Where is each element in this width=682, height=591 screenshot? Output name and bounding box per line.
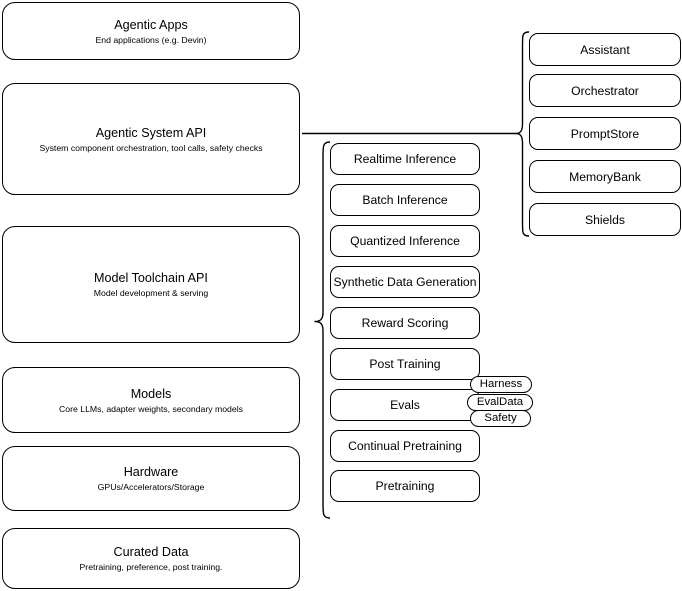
component-orchestrator[interactable]: Orchestrator [529, 74, 681, 107]
stage-model-toolchain-api[interactable]: Model Toolchain API Model development & … [2, 226, 300, 343]
stage-agentic-apps[interactable]: Agentic Apps End applications (e.g. Devi… [2, 2, 300, 60]
stage-hardware[interactable]: Hardware GPUs/Accelerators/Storage [2, 446, 300, 511]
capability-post-training[interactable]: Post Training [330, 348, 480, 380]
component-label: Assistant [580, 42, 630, 57]
stage-subtitle: System component orchestration, tool cal… [39, 142, 263, 153]
component-label: Orchestrator [571, 83, 639, 98]
stage-curated-data[interactable]: Curated Data Pretraining, preference, po… [2, 528, 300, 589]
capability-synthetic-data-generation[interactable]: Synthetic Data Generation [330, 266, 480, 298]
component-memorybank[interactable]: MemoryBank [529, 160, 681, 193]
stage-models[interactable]: Models Core LLMs, adapter weights, secon… [2, 367, 300, 433]
capability-reward-scoring[interactable]: Reward Scoring [330, 307, 480, 339]
component-assistant[interactable]: Assistant [529, 33, 681, 66]
stage-title: Curated Data [113, 545, 189, 559]
stage-subtitle: End applications (e.g. Devin) [95, 34, 207, 45]
capability-quantized-inference[interactable]: Quantized Inference [330, 225, 480, 257]
eval-tag-label: Safety [484, 411, 517, 424]
stage-subtitle: Pretraining, preference, post training. [79, 562, 223, 572]
capability-label: Pretraining [375, 479, 435, 493]
brace-toolchain-capabilities [314, 141, 331, 519]
stage-title: Agentic System API [95, 125, 207, 140]
component-label: Shields [585, 212, 625, 227]
component-promptstore[interactable]: PromptStore [529, 117, 681, 150]
component-shields[interactable]: Shields [529, 203, 681, 236]
eval-tag-harness[interactable]: Harness [470, 376, 532, 393]
eval-tag-safety[interactable]: Safety [470, 410, 531, 427]
stage-subtitle: GPUs/Accelerators/Storage [97, 482, 205, 492]
eval-tag-evaldata[interactable]: EvalData [467, 394, 533, 411]
capability-label: Post Training [369, 357, 441, 371]
component-label: MemoryBank [569, 169, 641, 184]
stage-title: Model Toolchain API [94, 271, 208, 285]
stage-title: Agentic Apps [114, 17, 188, 32]
eval-tag-label: Harness [479, 377, 523, 390]
stage-agentic-system-api[interactable]: Agentic System API System component orch… [2, 83, 300, 195]
capability-label: Synthetic Data Generation [333, 275, 477, 289]
capability-continual-pretraining[interactable]: Continual Pretraining [330, 430, 480, 462]
eval-tag-label: EvalData [476, 395, 524, 408]
capability-realtime-inference[interactable]: Realtime Inference [330, 143, 480, 175]
capability-label: Quantized Inference [350, 234, 460, 248]
stage-title: Models [130, 386, 172, 401]
component-label: PromptStore [570, 126, 640, 141]
capability-label: Evals [390, 398, 420, 412]
capability-label: Batch Inference [362, 193, 448, 207]
capability-label: Continual Pretraining [348, 439, 462, 453]
brace-system-components [515, 31, 530, 237]
stage-title: Hardware [123, 465, 179, 479]
capability-label: Realtime Inference [353, 152, 457, 166]
stage-subtitle: Model development & serving [93, 288, 209, 298]
capability-pretraining[interactable]: Pretraining [330, 470, 480, 502]
capability-label: Reward Scoring [361, 316, 449, 330]
capability-batch-inference[interactable]: Batch Inference [330, 184, 480, 216]
capability-evals[interactable]: Evals [330, 389, 480, 421]
stage-subtitle: Core LLMs, adapter weights, secondary mo… [59, 403, 243, 414]
